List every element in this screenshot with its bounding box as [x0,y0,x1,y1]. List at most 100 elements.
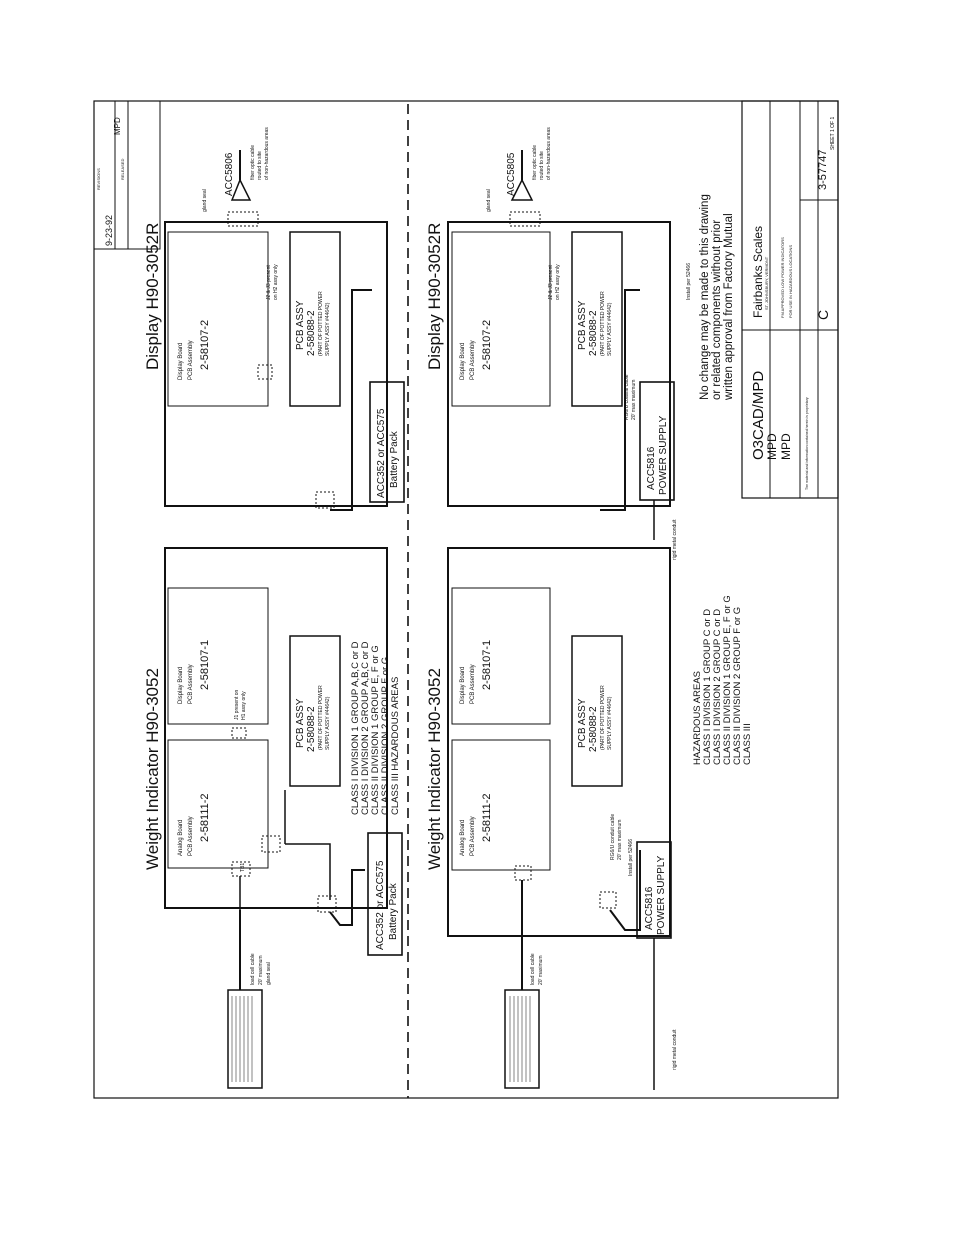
pcb-assy-box-top [289,635,341,787]
analog-board-part-bottom: 2-58111-2 [481,793,493,842]
display-board-pcb-d1: PCB Assembly [188,340,194,380]
conduit-note-left: RG6/U conduit cable [610,814,616,860]
pcb-assy-title-top: PCB ASSY [295,698,306,748]
pcb-assy-note2-bottom: SUPPLY ASSY #44642) [607,696,613,750]
acc-label-d2: ACC5805 [506,152,517,196]
install-note-left: Install per 52466 [628,839,634,876]
j1-note2-top: H1 assy only [241,691,247,720]
title-size: C [815,310,831,320]
display-board-part-d2: 2-58107-2 [481,320,493,370]
hazard-bottom-row-4: CLASS III [742,723,753,765]
power-supply-box-right [639,381,675,501]
display-board-box-top [167,587,269,725]
hazard-bottom-header: HAZARDOUS AREAS [692,671,703,765]
battery-label1-right: ACC352 or ACC575 [376,408,387,498]
notice-line-3: written approval from Factory Mutual [723,213,735,401]
hazard-top-row-4: CLASS III HAZARDOUS AREAS [390,677,401,815]
display-pcb-title-d2: PCB ASSY [577,300,588,350]
display-board-box-display-top [167,231,269,407]
j2-note2-d2: on H2 assy only [555,264,561,300]
title-description-2: FOR USE IN HAZARDOUS LOCATIONS [788,245,793,318]
battery-label2-left: Battery Pack [388,882,399,940]
title-company: Fairbanks Scales [751,226,765,318]
power-supply-label1-left: ACC5816 [644,886,655,930]
fiber-note1-d2: fiber optic cable [532,145,538,180]
battery-pack-box-left [367,832,403,956]
conduit-note2-right: 20' max maximum [631,380,637,420]
rigid-conduit-right: rigid metal conduit [672,519,678,560]
display-enclosure-bottom [447,221,671,507]
power-supply-label1-right: ACC5816 [646,446,657,490]
display-pcb-note1-d1: (PART OF POTTED POWER [318,291,324,356]
j1-note-top: J1 present on [234,689,240,720]
hazard-top-row-2: CLASS II DIVISION 1 GROUP E, F or G [370,645,381,815]
tb1-label-top: TB1 [240,863,246,872]
j2-note2-d1: on H2 assy only [273,264,279,300]
revision-date: 9-23-92 [104,215,114,246]
fiber-note3-d2: of non-hazardous areas [546,127,552,180]
fiber-note1-d1: fiber optic cable [250,145,256,180]
analog-board-pcb-top: PCB Assembly [188,816,194,856]
outer-border [93,100,839,1099]
pcb-assy-box-display-top [289,231,341,407]
hazard-bottom-row-3: CLASS II DIVISION 2 GROUP F or G [732,607,743,765]
title-description-1: FM APPROVED LOW POWER INDICATORS [780,237,785,318]
j2-note-d1: J2 & J3 present [266,265,272,300]
display-pcb-note2-d1: SUPPLY ASSY #44642) [325,302,331,356]
title-block [741,100,839,499]
revision-released: RELEASED [120,159,125,180]
power-supply-label2-right: POWER SUPPLY [658,415,669,495]
pcb-assy-box-display-bottom [571,231,623,407]
analog-board-label-bottom: Analog Board [460,820,466,856]
display-board-label-d2: Display Board [460,343,466,380]
hazard-bottom-row-1: CLASS I DIVISION 2 GROUP C or D [712,609,723,765]
display-title-bottom: Display H90-3052R [425,223,444,370]
display-pcb-part-d2: 2-58088-2 [588,310,599,356]
hazard-list-top: CLASS I DIVISION 1 GROUP A,B,C or D CLAS… [350,641,401,815]
display-board-pcb-bottom: PCB Assembly [470,664,476,704]
rigid-conduit-left: rigid metal conduit [672,1029,678,1070]
hazard-bottom-row-2: CLASS II DIVISION 1 GROUP E, F or G [722,595,733,765]
pcb-assy-part-bottom: 2-58088-2 [588,706,599,752]
title-sheet: SHEET 1 OF 1 [830,117,836,150]
fiber-note3-d1: of non-hazardous areas [264,127,270,180]
hazard-top-row-1: CLASS I DIVISION 2 GROUP A,B,C or D [360,641,371,815]
revision-initials: MPD [113,117,122,135]
hazard-top-row-0: CLASS I DIVISION 1 GROUP A,B,C or D [350,641,361,815]
display-board-part-d1: 2-58107-2 [199,320,211,370]
display-pcb-part-d1: 2-58088-2 [306,310,317,356]
battery-label2-right: Battery Pack [389,430,400,488]
display-pcb-title-d1: PCB ASSY [295,300,306,350]
conduit-note-right: RG6/U coaxial cable [624,374,630,420]
max-note-top: 20' maximum [258,955,264,985]
hazard-list-bottom: HAZARDOUS AREAS CLASS I DIVISION 1 GROUP… [692,595,753,765]
load-cell-block-top [227,989,263,1089]
battery-label1-left: ACC352 or ACC575 [375,860,386,950]
tb1-connector-top [231,861,251,877]
display-title-top: Display H90-3052R [143,223,162,370]
display-board-box-bottom [451,587,551,725]
analog-board-label-top: Analog Board [178,820,184,856]
pcb-assy-title-bottom: PCB ASSY [577,698,588,748]
weight-indicator-enclosure-top [164,547,388,909]
gland-seal-d1: gland seal [202,189,208,212]
revision-block [93,100,161,250]
title-approved: MPD [779,433,793,460]
weight-indicator-enclosure-bottom [447,547,671,937]
display-enclosure-top [164,221,388,507]
gland-seal-top: gland seal [266,962,272,985]
weight-indicator-title-bottom: Weight Indicator H90-3052 [425,668,444,870]
load-cell-cable-top: load cell cable [250,953,256,985]
conduit-note2-left: 20' max maximum [617,820,623,860]
hazard-top-row-3: CLASS II DIVISION 2 GROUP F or G [380,657,391,815]
title-confidential: The material and information contained h… [805,397,809,490]
battery-pack-box-right [369,381,405,503]
title-drawing-no: 3-57747 [817,150,829,190]
pcb-assy-part-top: 2-58088-2 [306,706,317,752]
weight-indicator-title-top: Weight Indicator H90-3052 [143,668,162,870]
title-drawn-by: O3CAD/MPD [750,371,767,460]
analog-board-box-top [167,739,269,869]
display-board-part-bottom: 2-58107-1 [481,640,493,690]
